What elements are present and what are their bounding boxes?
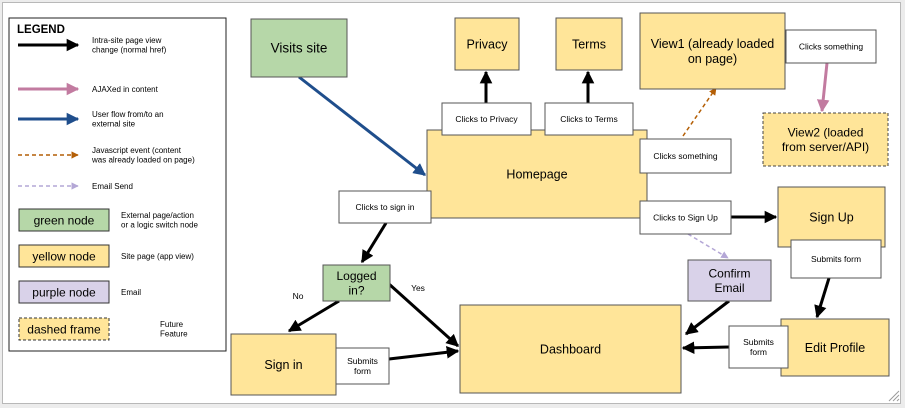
edge-sign-up-to-edit-profile [814,277,831,319]
legend-swatch-label: dashed frame [27,323,101,337]
action-label-submits-form-signup: Submits form [811,254,861,264]
node-label-privacy: Privacy [467,37,509,51]
node-label-edit-profile: Edit Profile [805,341,865,355]
action-label-clicks-to-terms: Clicks to Terms [560,114,617,124]
action-clicks-to-privacy [441,102,532,136]
node-terms [555,17,623,71]
node-label-view1: on page) [688,52,737,66]
node-label-terms: Terms [572,37,606,51]
node-homepage [426,129,648,219]
edge-homepage-to-logged-in [360,222,388,264]
legend-node-desc: or a logic switch node [121,221,198,230]
legend-node-desc: Email [121,288,141,297]
action-label-clicks-something-home: Clicks something [653,151,718,161]
action-clicks-something-home [639,138,732,174]
node-logged-in [322,264,391,302]
node-view1 [639,12,786,90]
node-label-logged-in: in? [348,283,364,297]
node-label-view2: from server/API) [782,140,869,154]
node-confirm-email [687,259,772,302]
action-clicks-to-terms [544,102,634,136]
node-sign-in [230,333,337,396]
node-label-sign-in: Sign in [264,358,302,372]
edge-label-no: No [293,291,304,301]
node-dashboard [459,304,682,394]
legend-arrow-desc: Email Send [92,182,133,191]
action-label-clicks-to-sign-up: Clicks to Sign Up [653,212,718,222]
edge-visits-to-homepage [298,75,426,177]
legend-title: LEGEND [17,24,65,36]
node-label-view1: View1 (already loaded [651,37,775,51]
legend-swatch-label: yellow node [32,250,96,264]
edge-logged-in-yes-dashboard [387,282,460,348]
legend-arrow-desc: User flow from/to an [92,110,164,119]
node-privacy [454,17,520,71]
node-edit-profile [780,318,890,377]
legend-arrow-desc: Intra-site page view [92,36,162,45]
legend-node-desc: Site page (app view) [121,252,194,261]
node-label-dashboard: Dashboard [540,342,601,356]
node-view2 [762,112,889,167]
legend-node-desc: Feature [160,330,188,339]
legend-swatch-purple [18,280,110,304]
action-submits-form-signin [335,347,390,385]
action-clicks-to-sign-up [639,200,732,235]
edge-sign-up-to-email [687,233,729,259]
legend-swatch-green [18,208,110,232]
action-label-clicks-something-view1: Clicks something [799,41,864,51]
node-label-homepage: Homepage [506,167,567,181]
resize-grip-icon[interactable] [888,390,900,402]
node-label-confirm-email: Email [714,281,744,295]
edge-label-yes: Yes [411,283,425,293]
action-label-submits-form-signin: form [354,366,371,376]
legend-arrow-desc: AJAXed in content [92,85,159,94]
legend-node-desc: External page/action [121,211,194,220]
edge-logged-in-no-sign-in [287,299,340,333]
node-visits-site [250,18,348,78]
action-submits-form-edit [728,325,789,369]
node-label-sign-up: Sign Up [809,210,854,224]
action-label-submits-form-edit: form [750,347,767,357]
edge-email-to-dashboard [685,299,730,336]
edge-sign-in-to-dashboard [388,346,460,361]
legend-arrow-desc: was already loaded on page) [91,156,195,165]
action-label-clicks-to-sign-in: Clicks to sign in [355,202,414,212]
edge-view1-to-view2 [816,62,830,113]
node-label-visits-site: Visits site [271,41,328,56]
legend-arrow-desc: external site [92,120,136,129]
action-label-submits-form-signin: Submits [347,356,378,366]
legend-swatch-yellow [18,244,110,268]
legend-node-desc: Future [160,320,184,329]
action-label-submits-form-edit: Submits [743,337,774,347]
legend-arrow-desc: change (normal href) [92,46,167,55]
action-submits-form-signup [790,239,882,279]
edge-edit-profile-to-dashboard [681,341,730,355]
legend-arrow-desc: Javascript event (content [92,146,182,155]
node-sign-up [777,186,886,248]
action-label-clicks-to-privacy: Clicks to Privacy [455,114,518,124]
action-clicks-to-sign-in [338,190,432,224]
node-label-logged-in: Logged [336,269,376,283]
legend-swatch-label: purple node [32,286,96,300]
legend-swatch-label: green node [34,214,95,228]
edge-homepage-to-view1 [682,87,717,137]
action-clicks-something-view1 [785,29,877,64]
node-label-confirm-email: Confirm [708,267,750,281]
node-label-view2: View2 (loaded [788,126,864,140]
legend-swatch-dashed [18,317,110,341]
